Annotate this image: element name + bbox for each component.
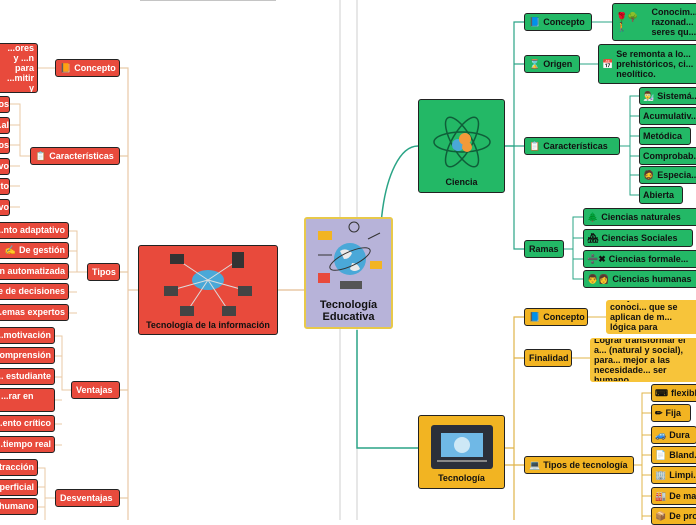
tecnologia-concepto-text[interactable]: Conjunto de conoci... que se aplican de …: [606, 300, 696, 334]
building-icon: 🏢: [655, 469, 667, 480]
pencil-icon: ✏: [655, 407, 663, 418]
tecnologia-title: Tecnología: [438, 473, 485, 483]
ciencia-car-item[interactable]: 🧔Especia...: [639, 166, 696, 184]
ti-ventajas-item[interactable]: ...tiempo real: [0, 436, 55, 453]
ti-desventajas-item[interactable]: ...tracción: [0, 459, 38, 476]
box-icon: 📦: [655, 510, 667, 521]
network-illustration: [164, 252, 252, 316]
tecnologia-finalidad[interactable]: Finalidad: [524, 349, 572, 367]
ti-tipos-item[interactable]: ...emas expertos: [0, 304, 69, 321]
education-technology-illustration: [317, 221, 382, 289]
ti-desventajas-item[interactable]: ...humano: [0, 498, 38, 515]
ti-tipos-item[interactable]: ✍De gestión: [0, 242, 69, 259]
tipos-item[interactable]: 📦De pro...: [651, 507, 696, 525]
atom-icon: [432, 116, 491, 168]
ti-desventajas-item[interactable]: ...perficial: [0, 479, 38, 496]
tipos-item[interactable]: 📄Bland...: [651, 446, 696, 464]
technology-illustration: [430, 425, 493, 469]
ramas-item[interactable]: 🌲Ciencias naturales: [583, 208, 696, 226]
ciencia-car-item[interactable]: Comprobab...: [639, 147, 696, 165]
hourglass-icon: ⌛: [529, 58, 541, 69]
tipos-item[interactable]: 🚙Dura: [651, 426, 696, 444]
ciencia-car-item[interactable]: Metódica: [639, 127, 691, 145]
ti-desventajas[interactable]: Desventajas: [55, 489, 120, 507]
ciencia-car-item[interactable]: Acumulativ...: [639, 107, 696, 125]
ciencia-caracteristicas[interactable]: 📋Características: [524, 137, 620, 155]
ciencia-car-item[interactable]: Abierta: [639, 186, 683, 204]
tecnologia-finalidad-text[interactable]: Lograr transformar el a... (natural y so…: [590, 338, 696, 382]
central-title: Tecnología Educativa: [319, 299, 378, 323]
ti-car-item[interactable]: ...vo: [0, 199, 10, 216]
central-node[interactable]: Tecnología Educativa: [304, 217, 393, 329]
book-icon: 📘: [529, 311, 541, 322]
plant-icon: 🌲: [587, 211, 599, 222]
people-icon: 👨‍👩: [587, 273, 610, 284]
factory-icon: 🏭: [655, 490, 667, 501]
ti-caracteristicas[interactable]: 📋Características: [30, 147, 120, 165]
ti-tipos[interactable]: Tipos: [87, 263, 120, 281]
ciencia-origen-text[interactable]: 📅Se remonta a lo... prehistóricos, ci...…: [598, 44, 696, 84]
ti-ventajas-item[interactable]: ...omprensión: [0, 347, 55, 364]
tecnologia-concepto[interactable]: 📘Concepto: [524, 308, 588, 326]
tipos-item[interactable]: ⌨flexibl...: [651, 384, 696, 402]
tipos-item[interactable]: 🏢Limpi...: [651, 466, 696, 484]
tecnologia-node[interactable]: Tecnología: [418, 415, 505, 489]
ti-concepto[interactable]: 📙Concepto: [55, 59, 120, 77]
checklist-icon: 📋: [35, 150, 47, 161]
ramas-item[interactable]: 🏘Ciencias Sociales: [583, 229, 693, 247]
ciencia-origen[interactable]: ⌛Origen: [524, 55, 580, 73]
computer-icon: 💻: [529, 459, 541, 470]
ti-ventajas[interactable]: Ventajas: [71, 381, 120, 399]
tecnologia-tipos[interactable]: 💻Tipos de tecnología: [524, 456, 634, 474]
ti-car-item[interactable]: ...vo: [0, 158, 10, 175]
ramas-item[interactable]: 👨‍👩Ciencias humanas: [583, 270, 696, 288]
specialist-icon: 🧔: [643, 169, 655, 180]
ti-tipos-item[interactable]: ...nto adaptativo: [0, 222, 69, 239]
calendar-icon: 📅: [602, 59, 614, 69]
tipos-item[interactable]: 🏭De ma...: [651, 487, 696, 505]
ti-ventajas-item[interactable]: ... estudiante: [0, 368, 55, 385]
ciencia-ramas[interactable]: Ramas: [524, 240, 564, 258]
ti-car-item[interactable]: ...to: [0, 178, 10, 195]
ciencia-concepto-text[interactable]: 🌹🌳🚶Conocim... razonad... seres qu...: [612, 3, 696, 41]
ti-title: Tecnología de la información: [146, 320, 270, 330]
math-icon: ➗✖: [587, 253, 606, 264]
book-icon: 📙: [60, 62, 72, 73]
car-icon: 🚙: [655, 429, 667, 440]
tipos-item[interactable]: ✏Fija: [651, 404, 691, 422]
plant-icon: 🌹🌳🚶: [616, 12, 639, 32]
ti-node[interactable]: Tecnología de la información: [138, 245, 278, 335]
ti-tipos-item[interactable]: ...e de decisiones: [0, 283, 69, 300]
ti-car-item[interactable]: ...os: [0, 137, 10, 154]
ti-ventajas-item[interactable]: ...rar en: [0, 388, 55, 412]
ciencia-car-item[interactable]: 👨‍🔬Sistemá...: [639, 87, 696, 105]
ti-ventajas-item[interactable]: ...ento crítico: [0, 415, 55, 432]
ti-car-item[interactable]: ...os: [0, 96, 10, 113]
ti-car-item[interactable]: ...al: [0, 117, 10, 134]
book-icon: 📘: [529, 16, 541, 27]
ciencia-concepto[interactable]: 📘Concepto: [524, 13, 592, 31]
checklist-icon: 📋: [529, 140, 541, 151]
ti-ventajas-item[interactable]: ...motivación: [0, 327, 55, 344]
keyboard-icon: ⌨: [655, 387, 668, 398]
ti-concepto-text[interactable]: ...ores y ...n para ...mitir y: [0, 43, 38, 93]
ramas-item[interactable]: ➗✖Ciencias formale...: [583, 250, 696, 268]
ciencia-title: Ciencia: [445, 177, 478, 187]
ti-tipos-item[interactable]: ...n automatizada: [0, 263, 69, 280]
writing-icon: ✍: [4, 245, 16, 255]
ciencia-node[interactable]: Ciencia: [418, 99, 505, 193]
scientist-icon: 👨‍🔬: [643, 90, 655, 101]
people-icon: 🏘: [587, 232, 599, 243]
document-icon: 📄: [655, 449, 667, 460]
